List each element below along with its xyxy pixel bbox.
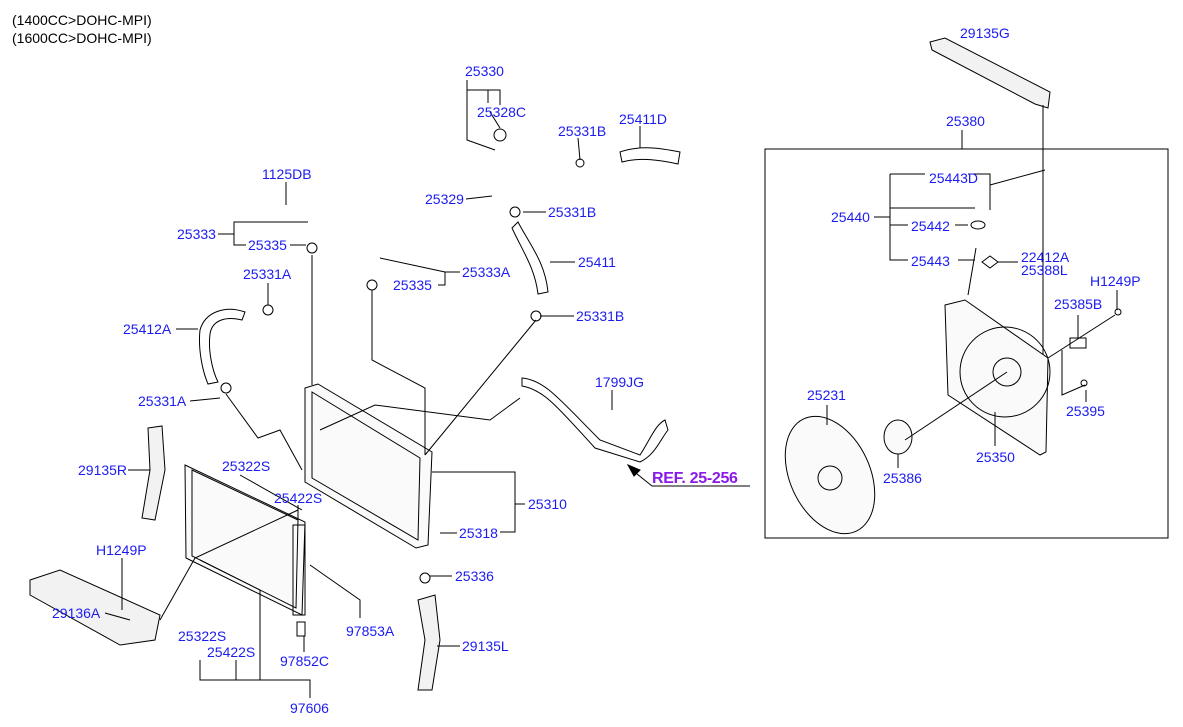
part-label-h1249p[interactable]: H1249P bbox=[96, 542, 147, 558]
part-label-97606[interactable]: 97606 bbox=[290, 700, 329, 716]
part-label-25331b[interactable]: 25331B bbox=[548, 204, 597, 220]
part-label-25422s[interactable]: 25422S bbox=[274, 490, 323, 506]
part-label-25322s[interactable]: 25322S bbox=[178, 628, 227, 644]
radiator bbox=[304, 383, 433, 549]
hose-25412a bbox=[199, 308, 246, 385]
ref-arrow bbox=[626, 463, 641, 477]
part-label-25330[interactable]: 25330 bbox=[465, 63, 504, 79]
part-label-25331b[interactable]: 25331B bbox=[558, 123, 607, 139]
air-guard-29135r bbox=[141, 425, 166, 521]
fan-motor-shroud-ring bbox=[959, 326, 1051, 418]
part-label-25412a[interactable]: 25412A bbox=[123, 321, 172, 337]
reference-link-25-256[interactable]: REF. 25-256 bbox=[652, 470, 738, 487]
part-label-25388l[interactable]: 25388L bbox=[1021, 262, 1068, 278]
part-label-97853a[interactable]: 97853A bbox=[346, 623, 395, 639]
part-label-25335[interactable]: 25335 bbox=[248, 237, 287, 253]
part-label-25318[interactable]: 25318 bbox=[459, 525, 498, 541]
part-label-25333[interactable]: 25333 bbox=[177, 226, 216, 242]
part-label-25442[interactable]: 25442 bbox=[911, 218, 950, 234]
part-label-29135g[interactable]: 29135G bbox=[960, 25, 1010, 41]
part-label-25440[interactable]: 25440 bbox=[831, 209, 870, 225]
part-label-25336[interactable]: 25336 bbox=[455, 568, 494, 584]
air-guard-29135l bbox=[417, 594, 441, 691]
part-label-1125db[interactable]: 1125DB bbox=[262, 166, 312, 182]
part-label-25385b[interactable]: 25385B bbox=[1054, 296, 1103, 312]
leader-lines bbox=[104, 80, 1118, 698]
air-guard-top bbox=[929, 37, 1051, 109]
fan-shroud bbox=[944, 299, 1049, 456]
part-label-25329[interactable]: 25329 bbox=[425, 191, 464, 207]
part-label-25443[interactable]: 25443 bbox=[911, 253, 950, 269]
part-label-25335[interactable]: 25335 bbox=[393, 277, 432, 293]
part-label-25380[interactable]: 25380 bbox=[946, 113, 985, 129]
atf-hose bbox=[521, 377, 669, 463]
part-label-25331a[interactable]: 25331A bbox=[138, 393, 187, 409]
part-label-25395[interactable]: 25395 bbox=[1066, 403, 1105, 419]
part-label-25328c[interactable]: 25328C bbox=[477, 104, 527, 120]
engine-spec-1600: (1600CC>DOHC-MPI) bbox=[12, 30, 152, 46]
part-label-29135l[interactable]: 29135L bbox=[462, 638, 509, 654]
part-label-25322s[interactable]: 25322S bbox=[222, 458, 271, 474]
fan-blade bbox=[784, 415, 876, 535]
condenser bbox=[184, 464, 306, 616]
part-label-25422s[interactable]: 25422S bbox=[207, 644, 256, 660]
part-label-25331a[interactable]: 25331A bbox=[243, 266, 292, 282]
air-guard-29136a bbox=[29, 569, 161, 646]
part-label-97852c[interactable]: 97852C bbox=[280, 653, 330, 669]
part-label-29135r[interactable]: 29135R bbox=[78, 462, 128, 478]
part-label-25411[interactable]: 25411 bbox=[578, 254, 616, 270]
engine-spec-1400: (1400CC>DOHC-MPI) bbox=[12, 12, 152, 28]
hose-25411 bbox=[511, 221, 549, 295]
upper-hose bbox=[619, 147, 681, 165]
fan-motor bbox=[883, 419, 913, 455]
part-label-25386[interactable]: 25386 bbox=[883, 470, 922, 486]
part-label-1799jg[interactable]: 1799JG bbox=[595, 374, 645, 390]
part-label-25350[interactable]: 25350 bbox=[976, 449, 1015, 465]
part-label-22412a[interactable]: 22412A bbox=[1021, 249, 1070, 265]
part-label-25411d[interactable]: 25411D bbox=[619, 111, 668, 127]
fan-assembly-box bbox=[764, 148, 1169, 539]
part-label-25310[interactable]: 25310 bbox=[528, 496, 567, 512]
part-label-25231[interactable]: 25231 bbox=[807, 387, 846, 403]
part-label-25331b[interactable]: 25331B bbox=[576, 308, 625, 324]
part-label-29136a[interactable]: 29136A bbox=[52, 605, 101, 621]
part-label-25443d[interactable]: 25443D bbox=[929, 170, 979, 186]
part-label-25333a[interactable]: 25333A bbox=[462, 264, 511, 280]
part-label-h1249p[interactable]: H1249P bbox=[1090, 273, 1141, 289]
